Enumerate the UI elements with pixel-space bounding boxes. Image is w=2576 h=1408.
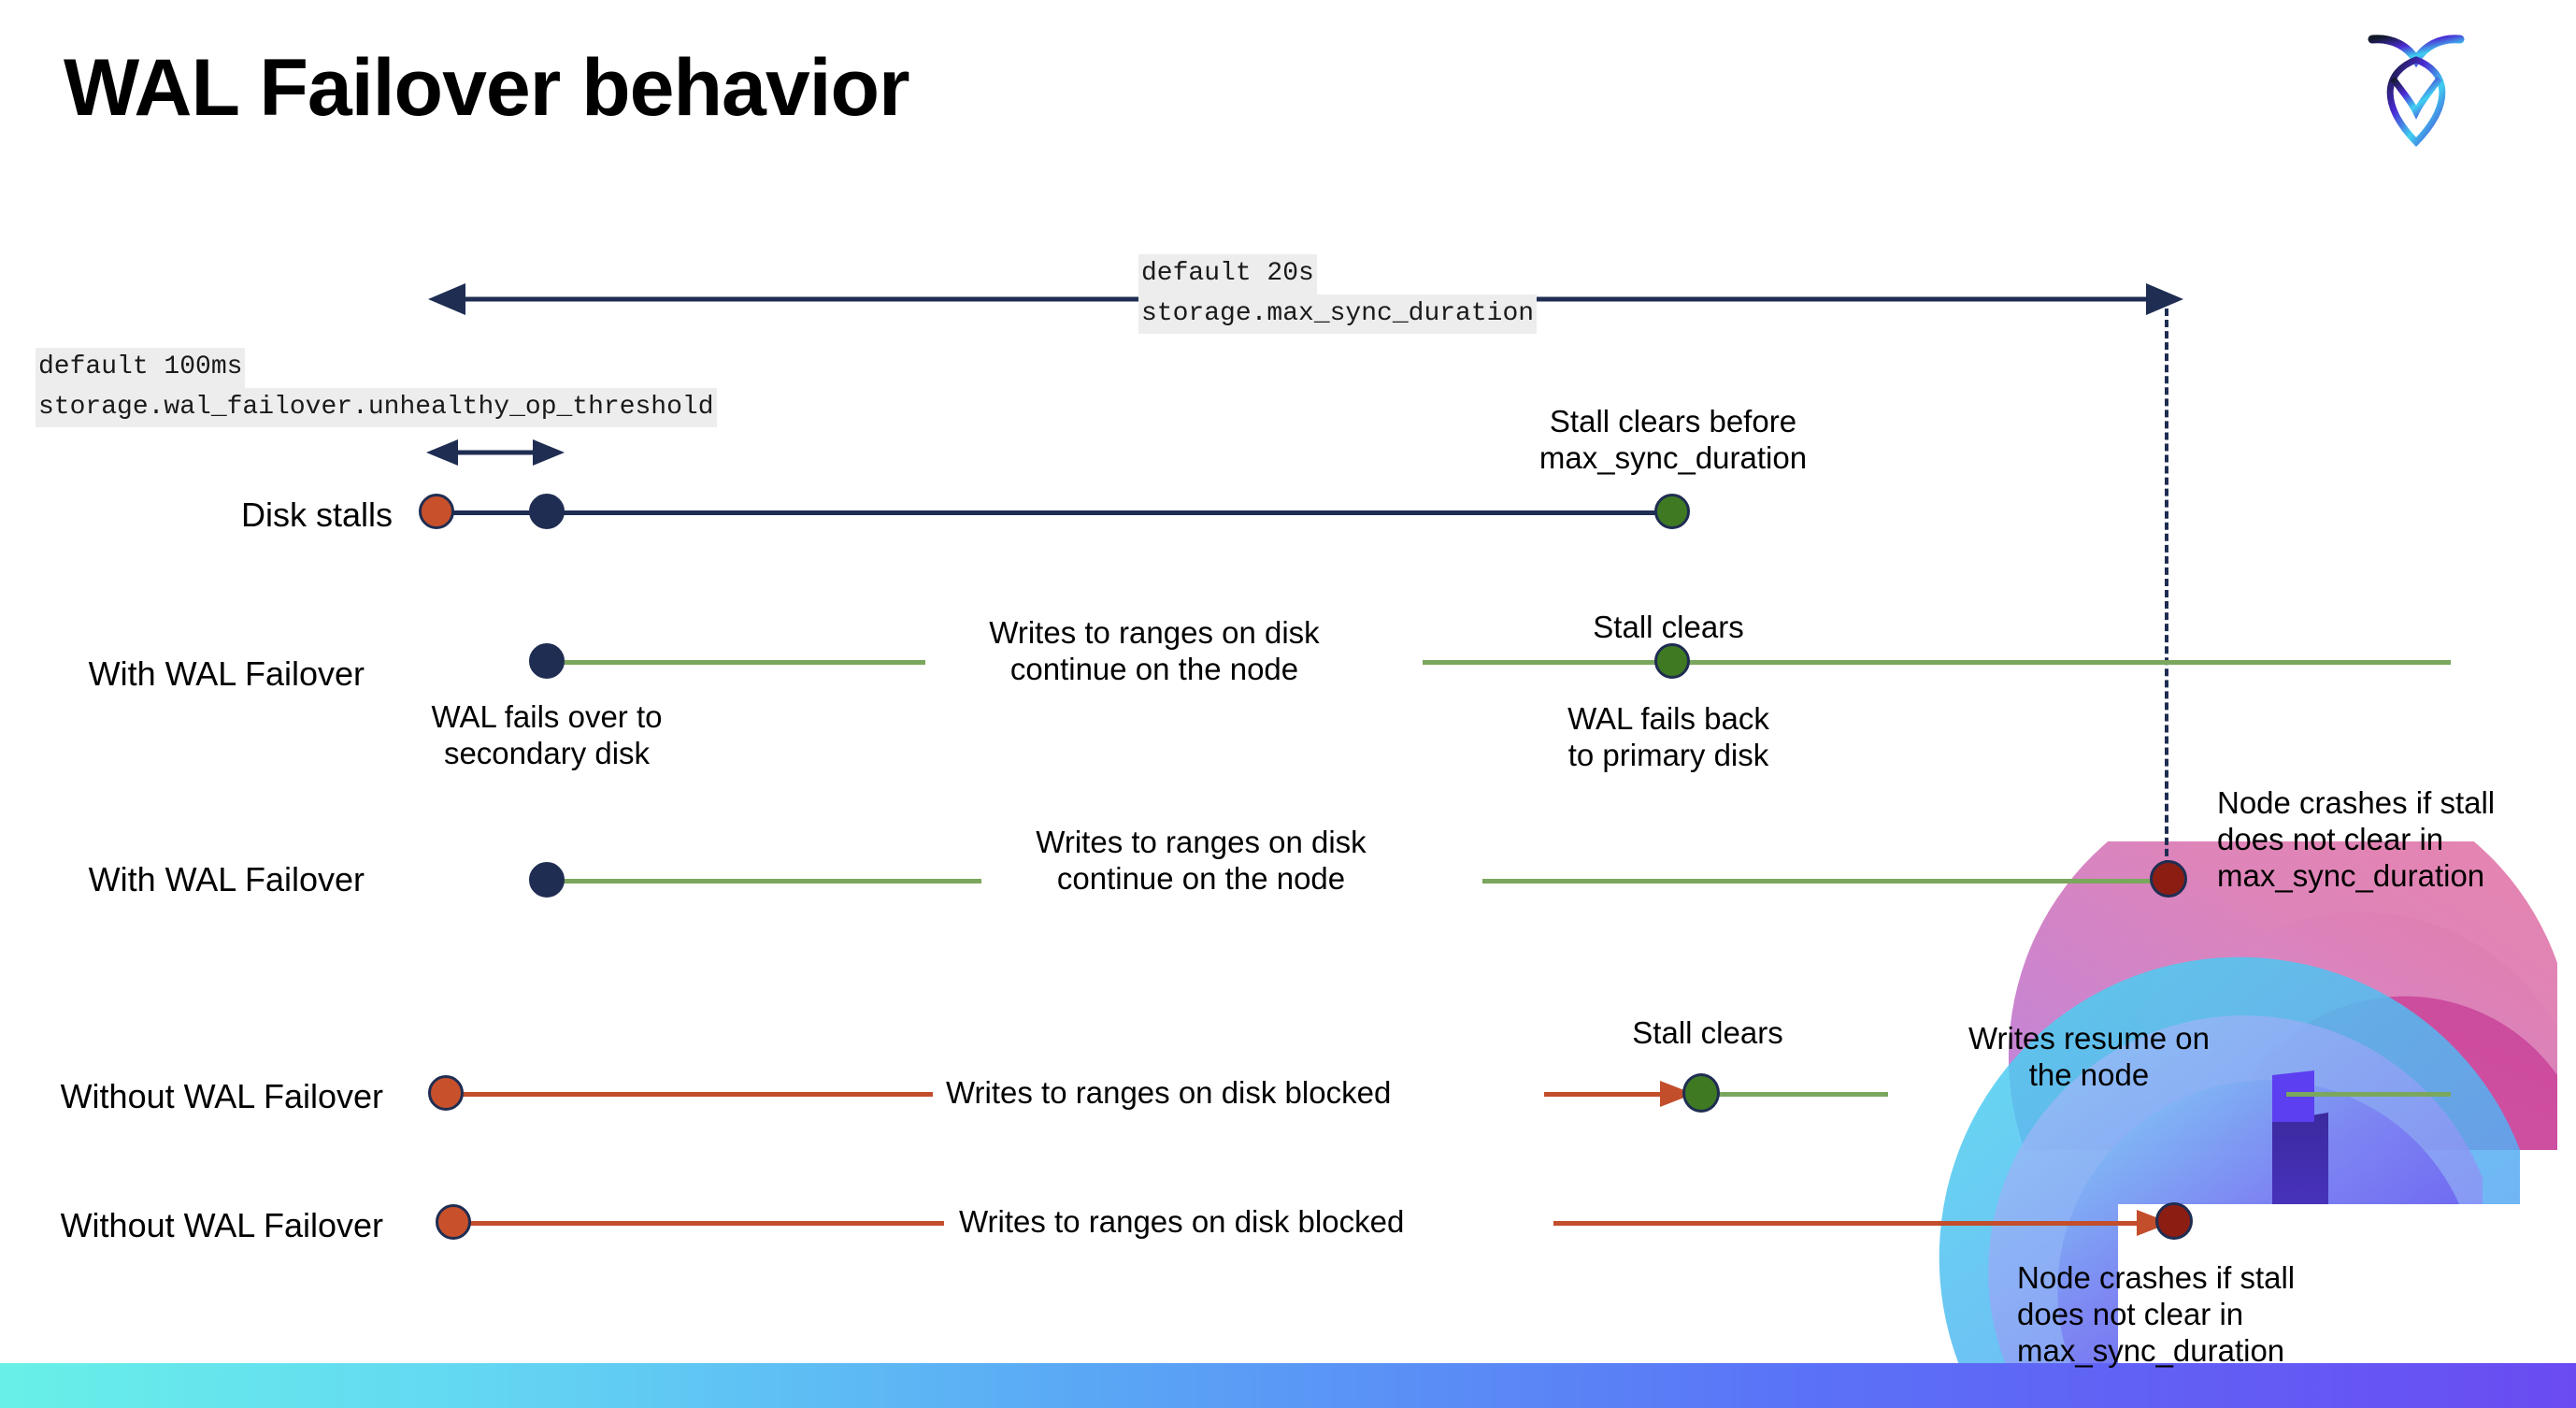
wal-failover-start-marker-2	[529, 862, 565, 898]
wal-failover-crash-segment-a	[551, 879, 981, 884]
unhealthy-default-text: default 100ms	[36, 348, 246, 388]
row-label-with-wal-failover-1: With WAL Failover	[88, 654, 365, 693]
no-failover-blocked-segment-1b	[1544, 1092, 1684, 1097]
page-title: WAL Failover behavior	[64, 43, 910, 133]
no-failover-stall-start-marker-1	[428, 1075, 464, 1111]
note-node-crashes-1: Node crashes if stall does not clear in …	[2217, 785, 2496, 893]
cockroachdb-logo-icon	[2365, 26, 2468, 148]
wal-failover-start-marker-1	[529, 643, 565, 679]
no-failover-blocked-segment-1	[447, 1092, 933, 1097]
row-label-without-wal-failover-2: Without WAL Failover	[60, 1206, 383, 1244]
no-failover-stall-clears-marker	[1682, 1073, 1720, 1113]
node-crash-marker-2	[2155, 1202, 2193, 1240]
note-node-crashes-2: Node crashes if stall does not clear in …	[2017, 1260, 2296, 1368]
artwork-white-panel	[2118, 1204, 2576, 1363]
no-failover-stall-start-marker-2	[436, 1204, 471, 1240]
wal-failover-timeline-segment-b	[1423, 660, 2451, 665]
no-failover-blocked-segment-2b	[1553, 1221, 2142, 1226]
row-label-disk-stalls: Disk stalls	[240, 496, 393, 534]
note-writes-continue-2: Writes to ranges on disk continue on the…	[1036, 825, 1367, 896]
max-sync-default-text: default 20s	[1138, 254, 1317, 295]
note-writes-continue-1: Writes to ranges on disk continue on the…	[989, 615, 1320, 686]
unhealthy-op-threshold-annotation: default 100ms storage.wal_failover.unhea…	[36, 348, 717, 428]
note-writes-resume: Writes resume on the node	[1968, 1021, 2210, 1092]
no-failover-resume-segment-1b	[2286, 1092, 2451, 1097]
no-failover-blocked-segment-2	[458, 1221, 944, 1226]
note-writes-blocked-2: Writes to ranges on disk blocked	[959, 1204, 1405, 1239]
note-stall-clears-2: Stall clears	[1632, 1015, 1783, 1050]
note-stall-clears-1: Stall clears	[1593, 610, 1744, 644]
max-sync-duration-annotation: default 20s storage.max_sync_duration	[1138, 254, 1538, 335]
bottom-gradient-bar	[0, 1363, 2576, 1408]
row-label-with-wal-failover-2: With WAL Failover	[88, 860, 365, 898]
max-sync-duration-guideline	[2165, 309, 2168, 879]
note-stall-clears-before-max-sync: Stall clears before max_sync_duration	[1538, 404, 1808, 475]
unhealthy-setting-text: storage.wal_failover.unhealthy_op_thresh…	[36, 387, 717, 428]
wal-failover-trigger-marker	[529, 494, 565, 529]
disk-stall-clear-marker	[1654, 494, 1690, 529]
disk-stall-start-marker	[419, 494, 454, 529]
stall-clears-marker-1	[1654, 643, 1690, 679]
disk-stalls-timeline	[441, 510, 1675, 515]
node-crash-marker-1	[2150, 860, 2187, 898]
wal-failover-crash-segment-b	[1482, 879, 2174, 884]
note-wal-fails-back: WAL fails back to primary disk	[1567, 701, 1769, 772]
wal-failover-timeline-segment-a	[551, 660, 925, 665]
note-wal-fails-over: WAL fails over to secondary disk	[431, 699, 663, 770]
note-writes-blocked-1: Writes to ranges on disk blocked	[946, 1075, 1392, 1110]
row-label-without-wal-failover-1: Without WAL Failover	[60, 1077, 383, 1115]
no-failover-resume-segment-1	[1701, 1092, 1888, 1097]
max-sync-setting-text: storage.max_sync_duration	[1138, 294, 1538, 335]
